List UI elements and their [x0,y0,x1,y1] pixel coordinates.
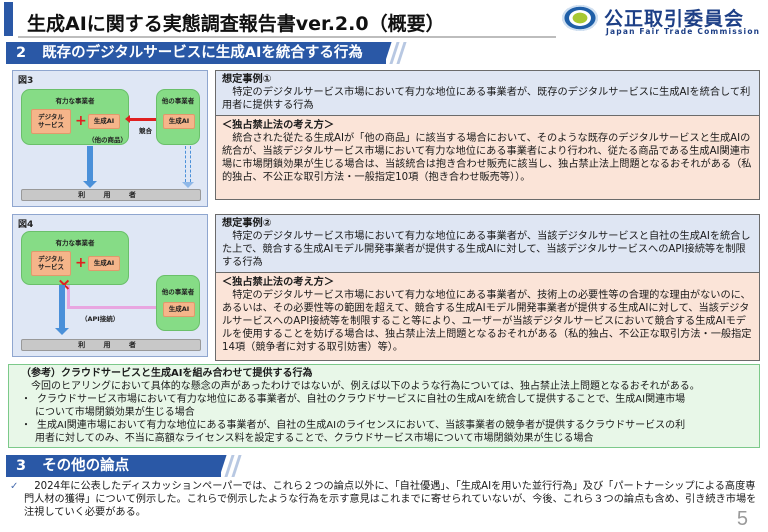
dominant-firm-label: 有力な事業者 [55,97,95,105]
api-line-horizontal [67,306,167,309]
other-firm-label: 他の事業者 [161,288,195,296]
digital-service-line1: デジタル [38,112,64,121]
plus-icon: + [75,113,87,129]
bullet-text: クラウドサービス市場において有力な地位にある事業者が、自社のクラウドサービスに自… [37,394,686,405]
other-gen-ai-box: 生成AI [163,302,195,317]
section-number: 3 [16,458,27,474]
case-1-body: 特定のデジタルサービス市場において有力な地位にある事業者が、既存のデジタルサービ… [222,87,751,111]
users-bar: 利 用 者 [21,339,201,351]
case-1-heading: 想定事例① [222,74,272,85]
api-connection-label: （API接続） [81,315,120,323]
case-2-antitrust: ＜独占禁止法の考え方＞ 特定のデジタルサービス市場において有力な地位にある事業者… [216,273,759,360]
antitrust-body: 特定のデジタルサービス市場において有力な地位にある事業者が、技術上の必要性等の合… [222,290,752,353]
digital-service-box: デジタルサービス [31,109,71,134]
case-2-box: 想定事例② 特定のデジタルサービス市場において有力な地位にある事業者が、当該デジ… [215,214,760,361]
digital-service-line1: デジタル [38,254,64,263]
section-2-heading: 2 既存のデジタルサービスに生成AIを統合する行為 [6,42,386,64]
dominant-firm-box: 有力な事業者 デジタルサービス + 生成AI [21,231,129,285]
dominant-firm-box: 有力な事業者 デジタルサービス + 生成AI （他の商品） [21,89,129,145]
other-product-label: （他の商品） [88,136,127,144]
other-firm-box: 他の事業者 生成AI [156,89,200,145]
case-2-body: 特定のデジタルサービス市場において有力な地位にある事業者が、当該デジタルサービス… [222,231,751,268]
reference-bullet: ・ クラウドサービス市場において有力な地位にある事業者が、自社のクラウドサービス… [21,393,747,406]
section-title: その他の論点 [42,458,130,474]
bullet-text-cont: について市場閉鎖効果が生じる場合 [35,407,195,418]
bullet-icon: ・ [21,394,31,405]
figure-label: 図4 [18,220,34,230]
antitrust-heading: ＜独占禁止法の考え方＞ [222,277,335,288]
bullet-text: 生成AI関連市場において有力な地位にある事業者が、自社の生成AIのライセンスにお… [37,420,686,431]
section-3-heading: 3 その他の論点 [6,455,221,477]
case-2-heading: 想定事例② [222,218,272,229]
gen-ai-box: 生成AI [88,114,120,129]
antitrust-body: 統合された従たる生成AIが「他の商品」に該当する場合において、そのような既存のデ… [222,133,752,183]
other-gen-ai-box: 生成AI [163,114,195,129]
title-accent-bar [4,2,13,36]
logo-subtitle: Japan Fair Trade Commission [606,27,761,36]
case-1-box: 想定事例① 特定のデジタルサービス市場において有力な地位にある事業者が、既存のデ… [215,70,760,200]
bullet-text-cont: 用者に対してのみ、不当に高額なライセンス料を設定することで、クラウドサービス市場… [35,433,594,444]
case-2-description: 想定事例② 特定のデジタルサービス市場において有力な地位にある事業者が、当該デジ… [216,215,759,273]
reference-box: （参考）クラウドサービスと生成AIを組み合わせて提供する行為 今回のヒアリングに… [8,364,760,448]
jftc-logo: 公正取引委員会 Japan Fair Trade Commission [560,4,760,36]
figure-3: 図3 有力な事業者 デジタルサービス + 生成AI （他の商品） 競合 他の事業… [12,70,208,207]
reference-intro: 今回のヒアリングにおいて具体的な懸念の声があったわけではないが、例えば以下のよう… [31,381,700,392]
digital-service-line2: サービス [38,262,64,271]
page-title: 生成AIに関する実態調査報告書ver.2.0（概要） [27,13,445,35]
other-firm-box: 他の事業者 生成AI [156,275,200,331]
api-line-vertical [67,285,70,309]
antitrust-heading: ＜独占禁止法の考え方＞ [222,120,335,131]
section-title: 既存のデジタルサービスに生成AIを統合する行為 [42,45,363,61]
gen-ai-box: 生成AI [88,256,120,271]
case-1-antitrust: ＜独占禁止法の考え方＞ 統合された従たる生成AIが「他の商品」に該当する場合にお… [216,116,759,199]
users-bar: 利 用 者 [21,189,201,201]
bullet-icon: ・ [21,420,31,431]
digital-service-box: デジタルサービス [31,251,71,276]
figure-label: 図3 [18,76,34,86]
check-icon: ✓ [10,481,19,492]
competition-label: 競合 [139,127,152,135]
other-firm-label: 他の事業者 [161,97,195,105]
arrow-down-icon [83,146,97,188]
page-number: 5 [736,508,748,530]
header: 生成AIに関する実態調査報告書ver.2.0（概要） 公正取引委員会 Japan… [0,0,768,40]
plus-icon: + [75,255,87,271]
title-divider [18,36,556,38]
section-number: 2 [16,45,27,61]
arrow-down-icon [55,285,69,335]
other-issues-body: 2024年に公表したディスカッションペーパーでは、これら２つの論点以外に、「自社… [24,481,757,518]
reference-bullet: ・ 生成AI関連市場において有力な地位にある事業者が、自社の生成AIのライセンス… [21,419,747,432]
reference-heading: （参考）クラウドサービスと生成AIを組み合わせて提供する行為 [21,368,313,379]
figure-4: 図4 有力な事業者 デジタルサービス + 生成AI × （API接続） 他の事業… [12,214,208,357]
digital-service-line2: サービス [38,120,64,129]
dominant-firm-label: 有力な事業者 [55,239,95,247]
dashed-arrow-down-icon [182,146,194,188]
jftc-emblem-icon [562,5,598,31]
logo-name: 公正取引委員会 [604,8,745,30]
other-issues: ✓ 2024年に公表したディスカッションペーパーでは、これら２つの論点以外に、「… [8,480,760,519]
case-1-description: 想定事例① 特定のデジタルサービス市場において有力な地位にある事業者が、既存のデ… [216,71,759,116]
